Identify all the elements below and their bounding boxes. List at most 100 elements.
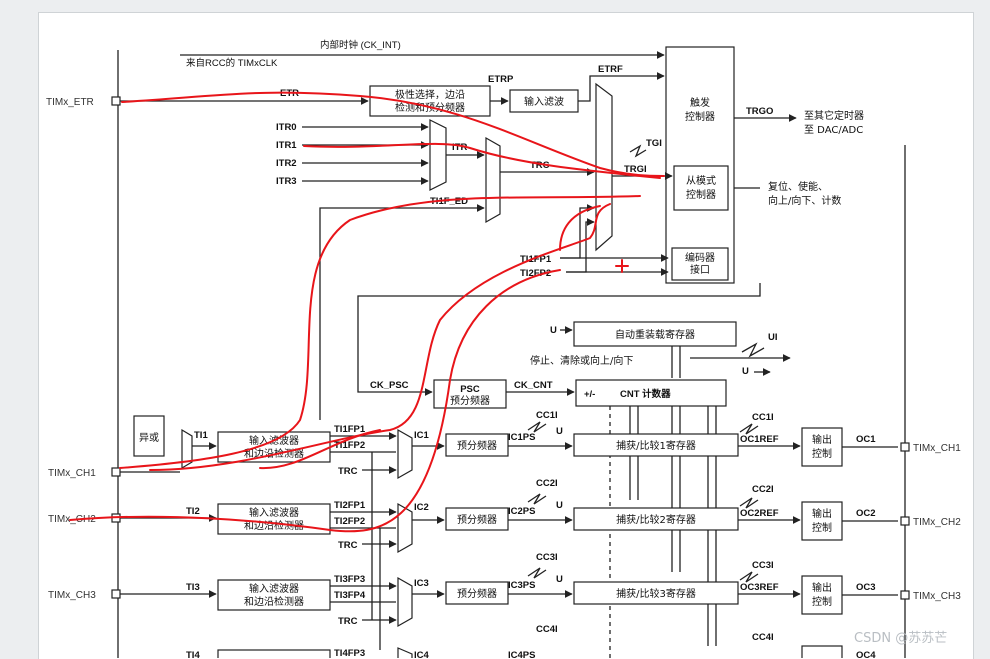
ti1f-ed-line xyxy=(319,204,485,420)
output-control-2 xyxy=(801,501,843,541)
ti1fp2-ch-label: TI1FP2 xyxy=(334,440,365,451)
itr-mux-label: ITR xyxy=(452,142,467,153)
capture-compare-2-label: 捕获/比较2寄存器 xyxy=(616,513,696,526)
output-control-3-label: 输出控制 xyxy=(812,581,832,608)
capture-compare-1 xyxy=(573,433,739,457)
ti2fp2-label: TI2FP2 xyxy=(520,268,551,279)
ch1-pin-right xyxy=(900,442,910,452)
red-plus-mark xyxy=(615,259,629,273)
output-control-1-label: 输出控制 xyxy=(812,433,832,460)
trgo-label: TRGO xyxy=(746,106,773,117)
oc1-label: OC1 xyxy=(856,434,876,445)
cc3i-label: CC3I xyxy=(536,552,558,563)
from-rcc-label: 来自RCC的 TIMxCLK xyxy=(186,57,278,69)
u-ch3-label: U xyxy=(556,574,563,585)
etr-pin xyxy=(111,96,121,106)
trc-ch2-label: TRC xyxy=(338,540,358,551)
ti3fp4-ch-label: TI3FP4 xyxy=(334,590,366,601)
cc2i-zigzag xyxy=(527,493,547,505)
filter-block-ch3 xyxy=(217,579,331,611)
oc2ref-label: OC2REF xyxy=(740,508,779,519)
cc1i-label: CC1I xyxy=(536,410,558,421)
ti1f-ed-label: TI1F_ED xyxy=(430,196,468,207)
cc3i-right-label: CC3I xyxy=(752,560,774,571)
pin-etr-label: TIMx_ETR xyxy=(46,97,94,108)
cnt-prefix: +/- xyxy=(584,389,595,400)
pin-ch2-right-label: TIMx_CH2 xyxy=(913,517,961,528)
trigger-controller-block xyxy=(665,46,735,284)
capture-compare-1-label: 捕获/比较1寄存器 xyxy=(616,439,696,452)
prescaler-label-ch1: 预分频器 xyxy=(457,439,497,452)
itr-mux xyxy=(429,119,447,191)
pin-ch1-label: TIMx_CH1 xyxy=(48,468,96,479)
ic2-mux xyxy=(397,502,413,554)
prescaler-ch2 xyxy=(445,507,509,531)
itr0-label: ITR0 xyxy=(276,122,297,133)
auto-reload-label: 自动重装载寄存器 xyxy=(615,328,695,341)
pin-ch3-label: TIMx_CH3 xyxy=(48,590,96,601)
prescaler-label-ch3: 预分频器 xyxy=(457,587,497,600)
output-control-3 xyxy=(801,575,843,615)
red-annotation-ch1-a xyxy=(119,195,641,469)
oc4-label: OC4 xyxy=(856,650,876,658)
prescaler-ch3 xyxy=(445,581,509,605)
red-annotation-ch1-c xyxy=(259,429,381,470)
red-annotation-ch1-b xyxy=(149,203,611,471)
ti1-label: TI1 xyxy=(194,430,208,441)
output-control-4 xyxy=(801,645,843,658)
xor-label: 异或 xyxy=(139,432,159,444)
reset-enable-label: 复位、使能、向上/向下、计数 xyxy=(768,180,841,207)
ic2-label: IC2 xyxy=(414,502,429,513)
capture-compare-3-label: 捕获/比较3寄存器 xyxy=(616,587,696,600)
filter-label-ch3: 输入滤波器和边沿检测器 xyxy=(244,582,304,608)
ic4-mux xyxy=(397,647,413,658)
ti2-label: TI2 xyxy=(186,506,200,517)
ti1fp1-label: TI1FP1 xyxy=(520,254,552,265)
itr1-label: ITR1 xyxy=(276,140,297,151)
oc3ref-label: OC3REF xyxy=(740,582,779,593)
prescaler-label-ch2: 预分频器 xyxy=(457,513,497,526)
pin-ch1-right-label: TIMx_CH1 xyxy=(913,443,961,454)
ic3-label: IC3 xyxy=(414,578,429,589)
prescaler-ch1 xyxy=(445,433,509,457)
oc2-label: OC2 xyxy=(856,508,876,519)
cc3i-right-zigzag xyxy=(739,571,759,583)
input-filter-label: 输入滤波 xyxy=(524,95,564,108)
ti2fp1-ch-label: TI2FP1 xyxy=(334,500,366,511)
ti1fp1-ch-label: TI1FP1 xyxy=(334,424,366,435)
pin-ch3-right-label: TIMx_CH3 xyxy=(913,591,961,602)
cc4i-label: CC4I xyxy=(536,624,558,635)
etrf-line xyxy=(578,72,665,102)
watermark: CSDN @苏苏芒 xyxy=(854,630,947,646)
output-control-2-label: 输出控制 xyxy=(812,507,832,534)
psc-label: PSC xyxy=(460,384,480,395)
ch3-pin-left xyxy=(111,589,121,599)
cc2i-right-label: CC2I xyxy=(752,484,774,495)
ti3-label: TI3 xyxy=(186,582,200,593)
ch3-pin-right xyxy=(900,590,910,600)
u-ch1-label: U xyxy=(556,426,563,437)
filter-block-ch2 xyxy=(217,503,331,535)
encoder-interface-label: 编码器接口 xyxy=(685,251,715,276)
u-right-label: U xyxy=(742,366,749,377)
cc1i-zigzag xyxy=(527,421,547,433)
filter-block-ch4 xyxy=(217,649,331,658)
trc-ch1-label: TRC xyxy=(338,466,358,477)
ch2-pin-right xyxy=(900,516,910,526)
ic1ps-label: IC1PS xyxy=(508,432,535,443)
ic4ps-label: IC4PS xyxy=(508,650,535,658)
etrf-label: ETRF xyxy=(598,64,623,75)
u-ch2-label: U xyxy=(556,500,563,511)
ui-zigzag xyxy=(741,342,765,358)
cc4i-right-label: CC4I xyxy=(752,632,774,643)
ck-psc-label: CK_PSC xyxy=(370,380,409,391)
ck-psc-line xyxy=(357,283,761,396)
ic1-mux xyxy=(397,428,413,480)
etrp-label: ETRP xyxy=(488,74,514,85)
capture-compare-3 xyxy=(573,581,739,605)
cc2i-label: CC2I xyxy=(536,478,558,489)
trigger-controller-label: 触发控制器 xyxy=(685,96,715,123)
ti2fp2-ch-label: TI2FP2 xyxy=(334,516,365,527)
